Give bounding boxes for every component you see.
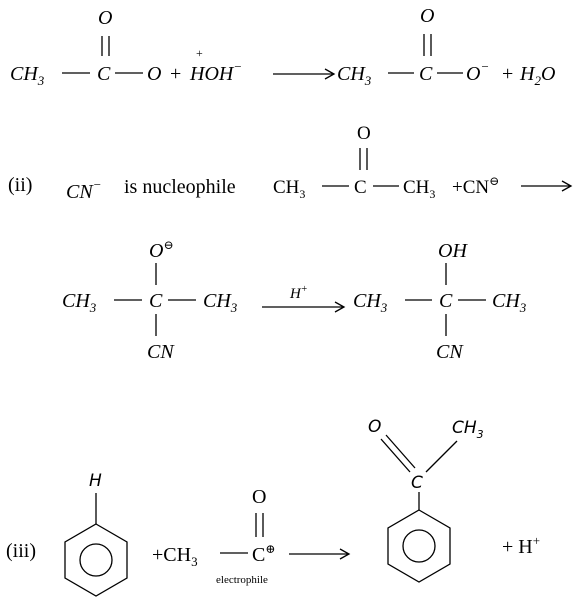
r3-product-aromatic-circle [402, 529, 436, 563]
r2-plus-cn: +CN⊖ [452, 174, 499, 198]
r1-product-carbonyl-oxygen: O [420, 5, 434, 27]
r3-label: (iii) [6, 540, 36, 562]
r1-hoh: HOH− [189, 59, 242, 85]
reaction-2: (ii) CN− is nucleophile O CH3 C CH3 +CN⊖… [8, 123, 573, 363]
r3-plus-h: + H+ [502, 533, 540, 558]
r2-ch3-left: CH3 [273, 177, 305, 201]
r3-product-double-bond-b [385, 434, 416, 469]
r2-label: (ii) [8, 174, 32, 196]
reaction-1: O CH3 C O + + HOH− O CH3 C O− + H2O [10, 5, 555, 88]
r2-int-ch3-left: CH3 [62, 290, 97, 315]
r3-benzene-ring [64, 523, 128, 597]
r3-plus-ch3: +CH3 [152, 544, 198, 569]
r2-int-cn: CN [147, 341, 175, 363]
r3-product-ch3: CH3 [452, 418, 484, 441]
r3-product-benzene-ring [387, 509, 451, 583]
r3-arrow-head [339, 548, 351, 560]
r1-water: H2O [519, 63, 555, 88]
r1-plus-2: + [502, 63, 513, 85]
r2-nucleophile-text: is nucleophile [124, 176, 236, 198]
r1-hoh-plus-charge: + [196, 46, 203, 60]
r1-product-ch3: CH3 [337, 63, 372, 88]
r2-int-ch3-right: CH3 [203, 290, 238, 315]
r3-product-oxygen: O [368, 417, 381, 437]
r2-prod-ch3-right: CH3 [492, 290, 527, 315]
r2-nucleophile: CN− [66, 177, 101, 203]
r2-carbon: C [354, 177, 367, 198]
r2-prod-cn: CN [436, 341, 464, 363]
r1-product-oxygen: O− [466, 59, 489, 85]
r3-electrophile-carbon: C⊕ [252, 542, 275, 566]
r3-product-carbon: C [411, 473, 423, 493]
r2-int-carbon: C [149, 290, 163, 312]
r3-benzene-h: H [89, 471, 102, 491]
r1-oxygen: O [147, 63, 161, 85]
r2-arrow-1-head [561, 180, 573, 192]
r2-int-oxygen: O⊖ [149, 238, 174, 262]
r3-product-bond-ch3 [425, 440, 458, 473]
r1-carbon: C [97, 63, 111, 85]
r3-electrophile-oxygen: O [252, 486, 266, 508]
r2-prod-oh: OH [438, 240, 468, 262]
r1-carbonyl-oxygen: O [98, 7, 112, 29]
r2-prod-carbon: C [439, 290, 453, 312]
r2-arrow-2-head [334, 301, 346, 313]
r3-product-double-bond-a [380, 438, 411, 473]
r1-ch3: CH3 [10, 63, 45, 88]
r3-electrophile-caption: electrophile [216, 574, 268, 586]
r2-carbonyl-oxygen: O [357, 123, 371, 144]
reaction-3: (iii) H +CH3 O C⊕ electrophile O CH3 C +… [6, 417, 540, 597]
r2-prod-ch3-left: CH3 [353, 290, 388, 315]
r1-plus: + [170, 63, 181, 85]
r3-benzene-aromatic-circle [79, 543, 113, 577]
r1-product-carbon: C [419, 63, 433, 85]
r2-ch3-right: CH3 [403, 177, 435, 201]
r1-arrow-head [324, 68, 336, 80]
r2-arrow-label: H+ [289, 284, 308, 302]
